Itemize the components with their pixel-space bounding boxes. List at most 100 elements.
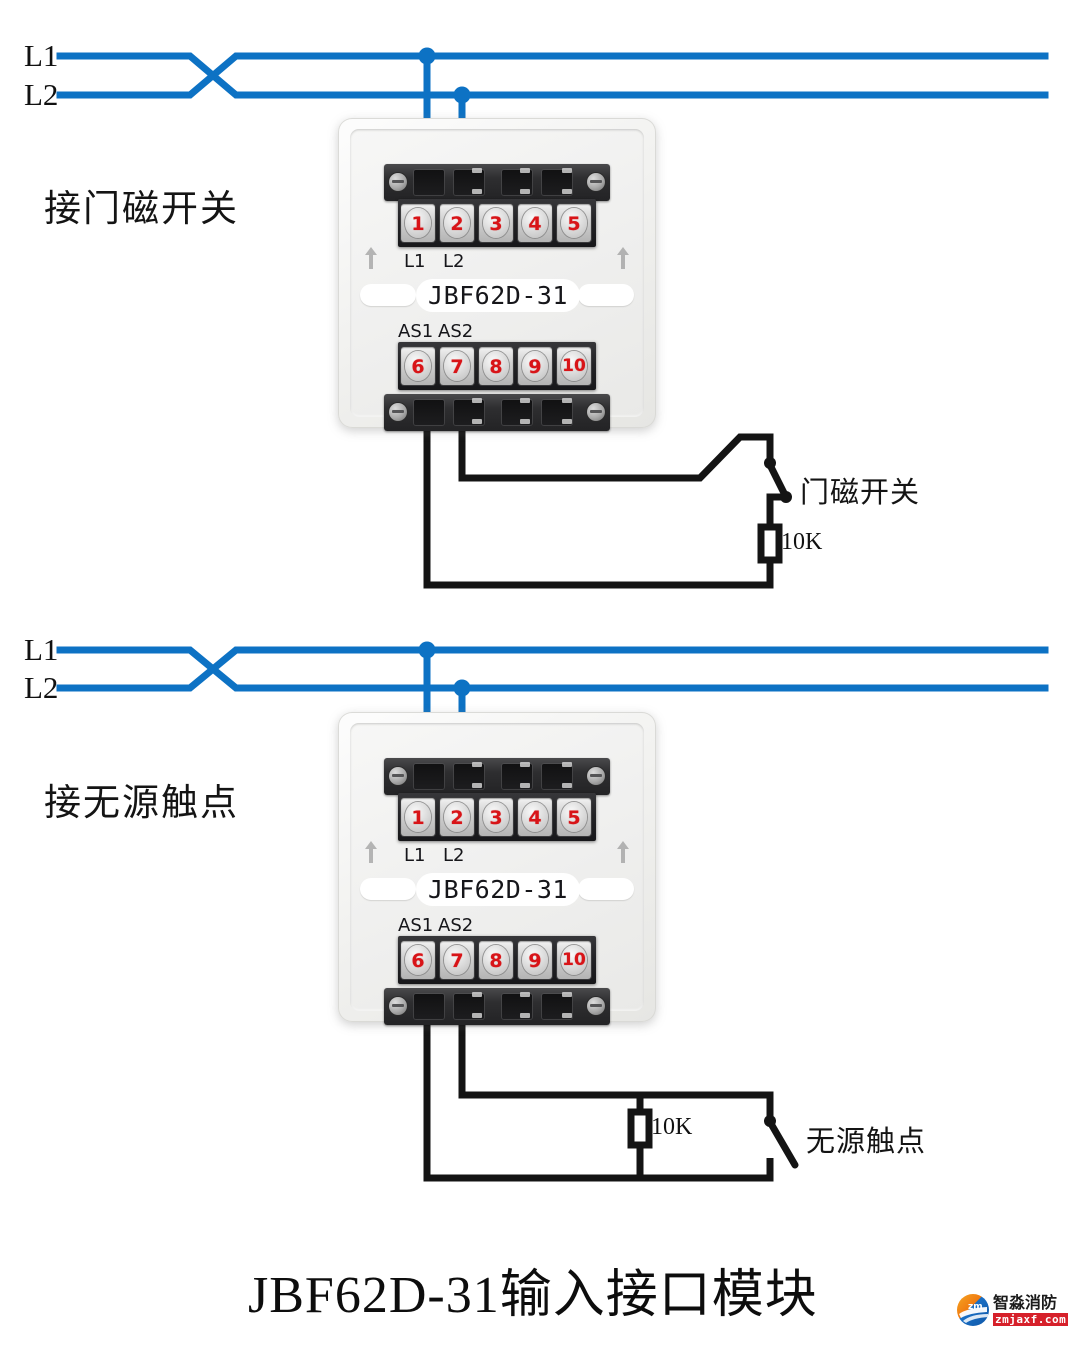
bracket-tab [562,1013,572,1018]
bracket-slot [414,400,444,425]
watermark-text: 智淼消防 zmjaxf.com [993,1294,1069,1326]
lower-mounting-bracket [384,394,610,431]
housing-pill-left [360,878,416,900]
bracket-tab [520,783,530,788]
bracket-screw-right [587,403,605,421]
terminal-9[interactable]: 9 [518,941,552,979]
bus-label-l1: L1 [24,38,59,73]
terminal-caption-l2: L2 [443,845,465,866]
bracket-screw-right [587,767,605,785]
bracket-tab [472,398,482,403]
bracket-tab [562,783,572,788]
terminal-number: 7 [450,356,464,378]
bracket-tab [520,168,530,173]
resistor-label-10k: 10K [651,1114,693,1140]
terminal-number: 8 [489,950,503,972]
terminal-8[interactable]: 8 [479,941,513,979]
terminal-caption-l2: L2 [443,251,465,272]
terminal-7[interactable]: 7 [440,347,474,385]
terminal-4[interactable]: 4 [518,798,552,836]
terminal-2[interactable]: 2 [440,798,474,836]
terminal-2[interactable]: 2 [440,204,474,242]
terminal-1[interactable]: 1 [401,204,435,242]
bracket-tab [472,189,482,194]
terminal-number: 10 [562,356,586,376]
terminal-number: 8 [489,356,503,378]
top-terminal-strip: 1 2 3 4 5 [398,793,596,841]
model-text: JBF62D-31 [428,281,568,310]
module-device-circuit-1: 1 2 3 4 5 L1 L2 [338,118,656,431]
bus-label-l1: L1 [24,632,59,667]
resistor-label-10k: 10K [781,529,823,555]
bracket-tab [520,398,530,403]
device-label-dry-contact: 无源触点 [806,1124,927,1158]
bracket-screw-left [389,403,407,421]
terminal-number: 3 [489,213,503,235]
bracket-slot [414,170,444,195]
terminal-5[interactable]: 5 [557,204,591,242]
bus-line-l2 [56,52,1049,99]
bracket-tab [472,762,482,767]
upper-mounting-bracket [384,758,610,795]
upper-mounting-bracket [384,164,610,201]
terminal-number: 4 [528,807,542,829]
terminal-3[interactable]: 3 [479,204,513,242]
watermark-url: zmjaxf.com [993,1312,1069,1326]
bracket-tab [472,1013,482,1018]
circuit-heading-dry-contact: 接无源触点 [44,781,239,824]
field-wiring-circuit-1 [423,341,792,589]
module-faceplate: 1 2 3 4 5 L1 L2 [350,723,644,1025]
terminal-number: 5 [567,807,581,829]
bracket-slot [414,994,444,1019]
bracket-tab [520,189,530,194]
terminal-10[interactable]: 10 [557,347,591,385]
terminal-caption-l1: L1 [404,845,426,866]
bottom-terminal-strip: 6 7 8 9 10 [398,342,596,390]
terminal-5[interactable]: 5 [557,798,591,836]
terminal-number: 2 [450,807,464,829]
zm-circle-logo-icon: zm [957,1294,989,1326]
bus-label-l2: L2 [24,77,59,112]
bracket-screw-right [587,997,605,1015]
top-terminal-strip: 1 2 3 4 5 [398,199,596,247]
terminal-number: 3 [489,807,503,829]
bus-pair-circuit-1 [56,47,1049,228]
bus-line-l2 [56,646,1049,692]
terminal-6[interactable]: 6 [401,347,435,385]
circuit-heading-door-switch: 接门磁开关 [44,187,239,230]
housing-pill-right [578,284,634,306]
terminal-number: 9 [528,950,542,972]
bracket-screw-left [389,767,407,785]
terminal-number: 6 [411,356,425,378]
terminal-10[interactable]: 10 [557,941,591,979]
housing-pill-right [578,878,634,900]
bracket-screw-left [389,997,407,1015]
terminal-number: 2 [450,213,464,235]
terminal-3[interactable]: 3 [479,798,513,836]
terminal-caption-l1: L1 [404,251,426,272]
terminal-number: 6 [411,950,425,972]
terminal-4[interactable]: 4 [518,204,552,242]
bracket-screw-left [389,173,407,191]
terminal-9[interactable]: 9 [518,347,552,385]
module-device-circuit-2: 1 2 3 4 5 L1 L2 [338,712,656,1025]
terminal-1[interactable]: 1 [401,798,435,836]
terminal-7[interactable]: 7 [440,941,474,979]
terminal-caption-as2: AS2 [438,321,474,342]
arrow-up-icon [365,841,377,863]
bracket-slot [414,764,444,789]
watermark: zm 智淼消防 zmjaxf.com [957,1294,1069,1326]
terminal-caption-as1: AS1 [398,321,434,342]
model-label: JBF62D-31 [416,279,580,312]
bracket-tab [520,419,530,424]
terminal-number: 1 [411,807,425,829]
bottom-terminal-strip: 6 7 8 9 10 [398,936,596,984]
terminal-6[interactable]: 6 [401,941,435,979]
model-label: JBF62D-31 [416,873,580,906]
bracket-tab [472,992,482,997]
terminal-number: 7 [450,950,464,972]
terminal-8[interactable]: 8 [479,347,513,385]
lower-mounting-bracket [384,988,610,1025]
